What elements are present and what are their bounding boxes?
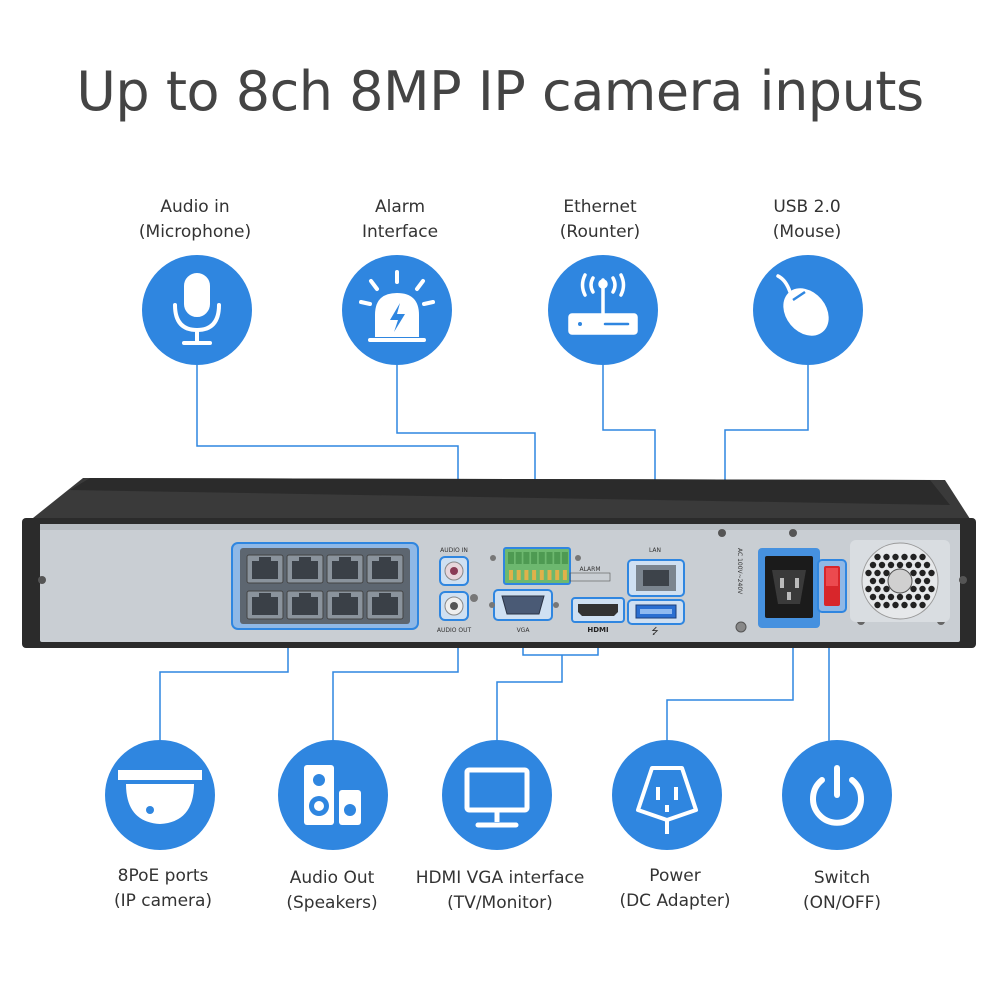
circle-poe (105, 740, 215, 850)
circle-hdmi-vga (442, 740, 552, 850)
label-audio-out: Audio Out(Speakers) (286, 868, 378, 913)
rj45-port (246, 554, 284, 584)
alarm-pin (523, 552, 530, 564)
label-switch: Switch(ON/OFF) (802, 868, 882, 913)
rj45-port (246, 590, 284, 620)
svg-text:⭍: ⭍ (651, 626, 659, 637)
label-hdmi-vga: HDMI VGA interface(TV/Monitor) (415, 868, 585, 913)
router-icon (568, 273, 638, 335)
line-poe (159, 628, 289, 765)
audio-jacks: AUDIO IN AUDIO OUT (437, 547, 472, 634)
alarm-pin (554, 552, 561, 564)
alarm-pin (515, 552, 522, 564)
circle-audio-out (278, 740, 388, 850)
hdmi-label: HDMI (587, 626, 608, 634)
mouse-icon (776, 274, 829, 336)
ground-screw (735, 621, 747, 633)
monitor-icon (464, 767, 530, 828)
rj45-port (366, 590, 404, 620)
ac-label: AC 100V~240V (736, 548, 743, 595)
rj45-port (286, 554, 324, 584)
rj45-port (286, 590, 324, 620)
alarm-pin (538, 552, 545, 564)
vga-port: VGA (489, 589, 559, 634)
power-switch-icon (810, 765, 864, 826)
alarm-label: ALARM (579, 566, 600, 573)
alarm-terminal: ALARM (490, 547, 611, 585)
circle-alarm (342, 255, 452, 365)
circle-audio-in (142, 255, 252, 365)
rj45-port (326, 554, 364, 584)
label-poe: 8PoE ports(IP camera) (113, 866, 213, 911)
label-power: Power(DC Adapter) (619, 866, 731, 911)
screw (470, 594, 478, 602)
circle-usb (753, 255, 863, 365)
label-usb: USB 2.0(Mouse) (772, 197, 842, 242)
dome-camera-icon (118, 770, 202, 824)
rj45-port (366, 554, 404, 584)
label-ethernet: Ethernet(Rounter) (559, 197, 641, 242)
alarm-pin (531, 552, 538, 564)
audio-out-label: AUDIO OUT (437, 627, 472, 634)
screw (959, 576, 967, 584)
alarm-pin (546, 552, 553, 564)
poe-ports (231, 542, 419, 630)
lan-usb-ports: LAN ⭍ (627, 547, 685, 637)
label-audio-in: Audio in(Microphone) (138, 197, 252, 242)
screw (718, 529, 726, 537)
speakers-icon (304, 765, 361, 825)
line-power (666, 630, 794, 765)
alarm-pin (561, 552, 568, 564)
power-plug-icon (636, 766, 698, 834)
circle-switch (782, 740, 892, 850)
vga-label: VGA (517, 627, 531, 634)
circle-power (612, 740, 722, 850)
alarm-pin (508, 552, 514, 564)
page-title: Up to 8ch 8MP IP camera inputs (76, 60, 924, 123)
power-switch (817, 559, 847, 613)
screw (789, 529, 797, 537)
circle-ethernet (548, 255, 658, 365)
screw (38, 576, 46, 584)
fan-grille (850, 540, 950, 622)
hdmi-port: HDMI (571, 597, 625, 634)
rj45-port (326, 590, 364, 620)
lan-label: LAN (649, 547, 661, 554)
audio-in-label: AUDIO IN (440, 547, 468, 554)
microphone-icon (173, 273, 221, 345)
power-inlet (758, 548, 820, 628)
alarm-light-icon (359, 270, 435, 342)
